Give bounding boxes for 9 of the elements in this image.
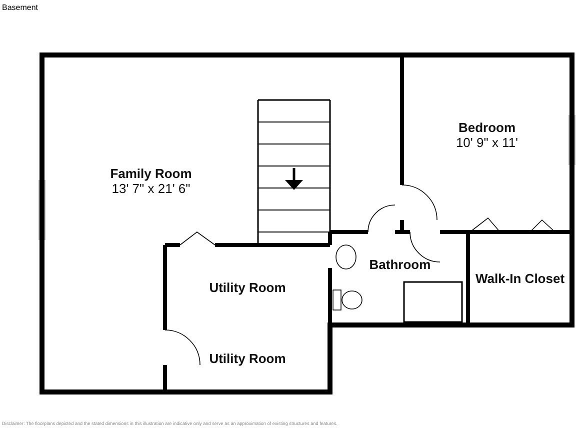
room-dimensions: 13' 7" x 21' 6" xyxy=(112,181,190,196)
room-name: Bathroom xyxy=(369,256,431,272)
room-name: Family Room xyxy=(110,166,192,181)
room-name: Utility Room xyxy=(209,280,286,294)
room-name: Walk-In Closet xyxy=(475,271,565,286)
room-name: Bedroom xyxy=(458,120,516,134)
floor-name: Basement xyxy=(2,3,38,12)
room-dimensions: 10' 9" x 11' xyxy=(456,134,518,150)
room-name: Utility Room xyxy=(209,351,286,366)
